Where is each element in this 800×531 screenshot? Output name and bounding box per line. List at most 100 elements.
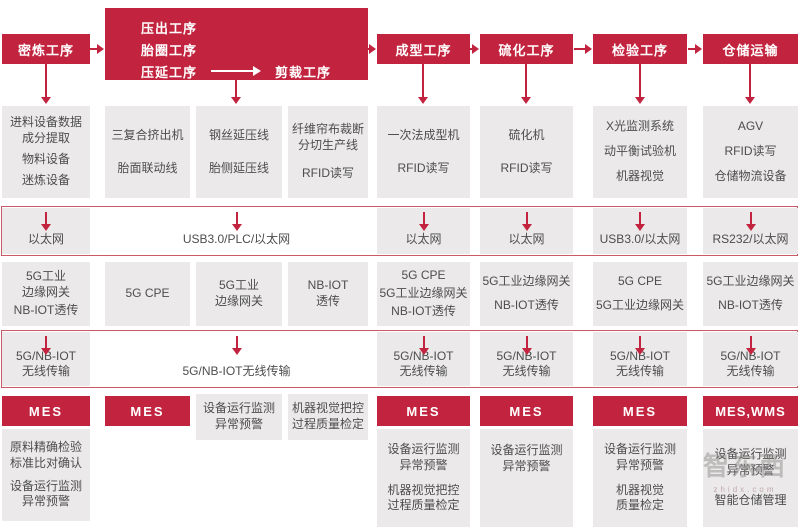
- mes-detail-item: 设备运行监测 异常预警: [490, 443, 563, 473]
- mes-detail-group-vision: 机器视觉把控 过程质量检定: [288, 394, 368, 440]
- right-arrow-icon: [89, 43, 104, 55]
- mes-detail-inspection: 设备运行监测 异常预警 机器视觉 质量检定: [593, 429, 687, 527]
- wireless-cell-group: 5G/NB-IOT无线传输: [105, 332, 368, 386]
- equipment-item: X光监测系统: [605, 119, 674, 134]
- gateway-item: 5G工业 边缘网关: [214, 278, 263, 308]
- mes-detail-forming: 设备运行监测 异常预警 机器视觉把控 过程质量检定: [377, 429, 470, 527]
- equipment-mixing: 进料设备数据 成分提取 物料设备 迷炼设备: [2, 106, 90, 198]
- mes-detail-item: 机器视觉把控 过程质量检定: [291, 401, 364, 431]
- right-arrow-icon: [366, 43, 376, 55]
- gateway-item: NB-IOT透传: [718, 298, 783, 313]
- equipment-cutting: 纤维帘布裁断 分切生产线 RFID读写: [288, 106, 368, 198]
- down-arrow-icon: [635, 212, 645, 231]
- mes-detail-item: 设备运行监测 异常预警: [9, 478, 82, 509]
- down-arrow-icon: [231, 80, 241, 104]
- down-arrow-icon: [418, 336, 429, 355]
- mes-detail-item: 原料精确检验 标准比对确认: [9, 440, 82, 470]
- down-arrow-icon: [745, 336, 756, 355]
- network-cell-forming: 以太网: [377, 208, 470, 254]
- mes-header-storage: MES,WMS: [703, 396, 798, 426]
- down-arrow-icon: [521, 64, 531, 104]
- gateway-item: 5G CPE: [125, 286, 170, 301]
- equipment-item: RFID读写: [500, 160, 553, 175]
- flow-right-arrow-icon: [211, 65, 262, 77]
- network-cell-group: USB3.0/PLC/以太网: [105, 208, 368, 254]
- mes-header-mixing: MES: [2, 396, 90, 426]
- mes-detail-item: 设备运行监测 异常预警: [603, 442, 676, 472]
- right-arrow-icon: [688, 43, 702, 55]
- gateway-item: NB-IOT 透传: [307, 278, 349, 308]
- wireless-label: 5G/NB-IOT 无线传输: [393, 349, 454, 378]
- gateway-item: NB-IOT透传: [13, 303, 79, 318]
- equipment-item: RFID读写: [724, 144, 777, 159]
- down-arrow-icon: [41, 336, 51, 355]
- process-header-curing: 硫化工序: [480, 34, 573, 64]
- equipment-inspection: X光监测系统 动平衡试验机 机器视觉: [593, 106, 687, 198]
- equipment-item: 硫化机: [508, 127, 545, 142]
- mes-detail-item: 机器视觉把控 过程质量检定: [387, 482, 460, 513]
- gateway-item: 5G工业边缘网关: [379, 286, 468, 301]
- network-cell-mixing: 以太网: [2, 208, 90, 254]
- equipment-item: 进料设备数据 成分提取: [9, 115, 82, 145]
- mes-detail-curing: 设备运行监测 异常预警: [480, 429, 573, 527]
- down-arrow-icon: [635, 336, 645, 355]
- gateway-cell-storage: 5G工业边缘网关 NB-IOT透传: [703, 262, 798, 326]
- gateway-cell-extrusion: 5G CPE: [105, 262, 190, 326]
- equipment-item: 钢丝延压线: [208, 127, 269, 142]
- mes-header-curing: MES: [480, 396, 573, 426]
- wireless-label: 5G/NB-IOT 无线传输: [609, 349, 670, 378]
- gateway-item: NB-IOT透传: [494, 298, 559, 313]
- gateway-item: 5G工业边缘网关: [595, 298, 684, 313]
- equipment-item: 迷炼设备: [21, 173, 70, 187]
- gateway-item: 5G工业边缘网关: [482, 274, 571, 289]
- equipment-item: 仓储物流设备: [714, 169, 787, 184]
- gateway-cell-calendering: 5G工业 边缘网关: [196, 262, 282, 326]
- wireless-label: 5G/NB-IOT 无线传输: [15, 349, 76, 378]
- equipment-item: RFID读写: [302, 166, 354, 180]
- mes-detail-group-monitor: 设备运行监测 异常预警: [196, 394, 282, 440]
- network-label: USB3.0/以太网: [599, 232, 681, 246]
- network-cell-curing: 以太网: [480, 208, 573, 254]
- network-label: 以太网: [27, 232, 64, 246]
- group-line-cutting: 剪裁工序: [275, 64, 332, 80]
- equipment-item: 一次法成型机: [387, 127, 460, 142]
- gateway-item: NB-IOT透传: [391, 304, 456, 319]
- equipment-forming: 一次法成型机 RFID读写: [377, 106, 470, 198]
- wireless-cell-mixing: 5G/NB-IOT 无线传输: [2, 332, 90, 386]
- mes-detail-mixing: 原料精确检验 标准比对确认 设备运行监测 异常预警: [2, 429, 90, 521]
- down-arrow-icon: [521, 212, 532, 231]
- mes-header-forming: MES: [377, 396, 470, 426]
- process-header-forming: 成型工序: [377, 34, 470, 64]
- gateway-item: 5G CPE: [617, 274, 662, 289]
- wireless-label: 5G/NB-IOT 无线传输: [496, 349, 557, 378]
- process-header-mixing: 密炼工序: [2, 34, 90, 64]
- network-cell-inspection: USB3.0/以太网: [593, 208, 687, 254]
- equipment-curing: 硫化机 RFID读写: [480, 106, 573, 198]
- network-label: RS232/以太网: [712, 232, 789, 246]
- wireless-cell-storage: 5G/NB-IOT 无线传输: [703, 332, 798, 386]
- process-group-box: 压出工序 胎圈工序 压延工序 剪裁工序: [105, 8, 368, 80]
- wireless-cell-forming: 5G/NB-IOT 无线传输: [377, 332, 470, 386]
- group-line-extrusion: 压出工序: [141, 20, 198, 36]
- mes-header-inspection: MES: [593, 396, 687, 426]
- equipment-item: 胎面联动线: [117, 160, 178, 175]
- mes-detail-item: 设备运行监测 异常预警: [714, 447, 787, 477]
- down-arrow-icon: [41, 64, 51, 104]
- gateway-cell-mixing: 5G工业 边缘网关 NB-IOT透传: [2, 262, 90, 326]
- wireless-label: 5G/NB-IOT无线传输: [182, 364, 291, 378]
- gateway-item: 5G工业边缘网关: [706, 274, 795, 289]
- gateway-item: 5G CPE: [401, 268, 446, 283]
- equipment-item: 纤维帘布裁断 分切生产线: [291, 122, 364, 152]
- equipment-item: 胎侧延压线: [208, 160, 269, 175]
- wireless-label: 5G/NB-IOT 无线传输: [720, 349, 781, 378]
- down-arrow-icon: [41, 212, 51, 231]
- down-arrow-icon: [231, 212, 242, 231]
- equipment-item: RFID读写: [397, 160, 450, 175]
- wireless-cell-curing: 5G/NB-IOT 无线传输: [480, 332, 573, 386]
- gateway-cell-cutting: NB-IOT 透传: [288, 262, 368, 326]
- equipment-item: 三复合挤出机: [111, 127, 184, 142]
- group-line-bead: 胎圈工序: [141, 42, 198, 58]
- equipment-storage: AGV RFID读写 仓储物流设备: [703, 106, 798, 198]
- equipment-item: 动平衡试验机: [603, 144, 676, 159]
